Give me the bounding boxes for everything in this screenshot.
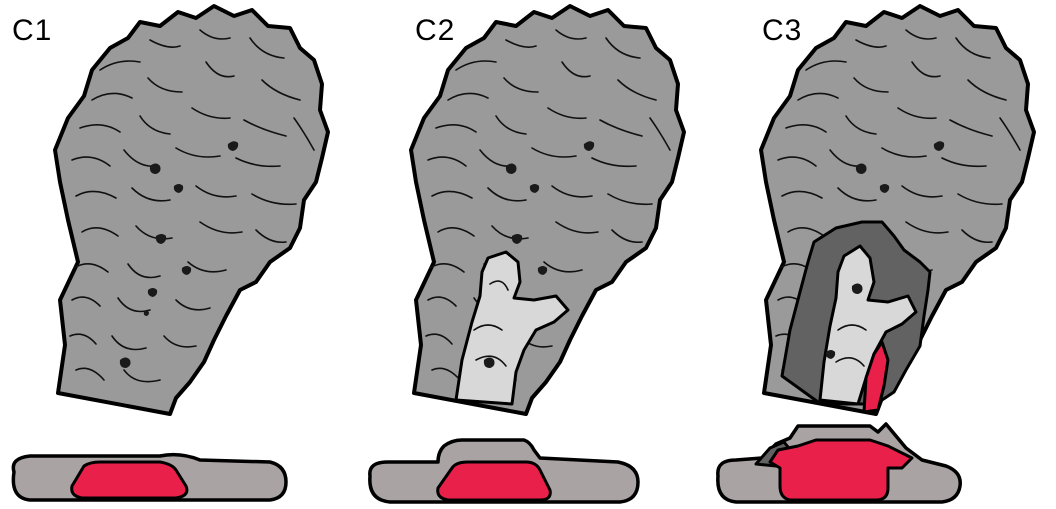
cross-section-c2 <box>370 440 638 502</box>
red-core-c2 <box>438 462 551 500</box>
red-core-c1 <box>72 462 187 498</box>
panel-c1 <box>13 6 328 500</box>
cross-section-c3 <box>718 424 960 502</box>
panel-c3 <box>718 6 1034 502</box>
flow-lobe-c2 <box>411 6 684 414</box>
flow-lobe-c1 <box>55 6 328 414</box>
cross-section-c1 <box>13 455 286 500</box>
panel-c2 <box>370 6 684 502</box>
